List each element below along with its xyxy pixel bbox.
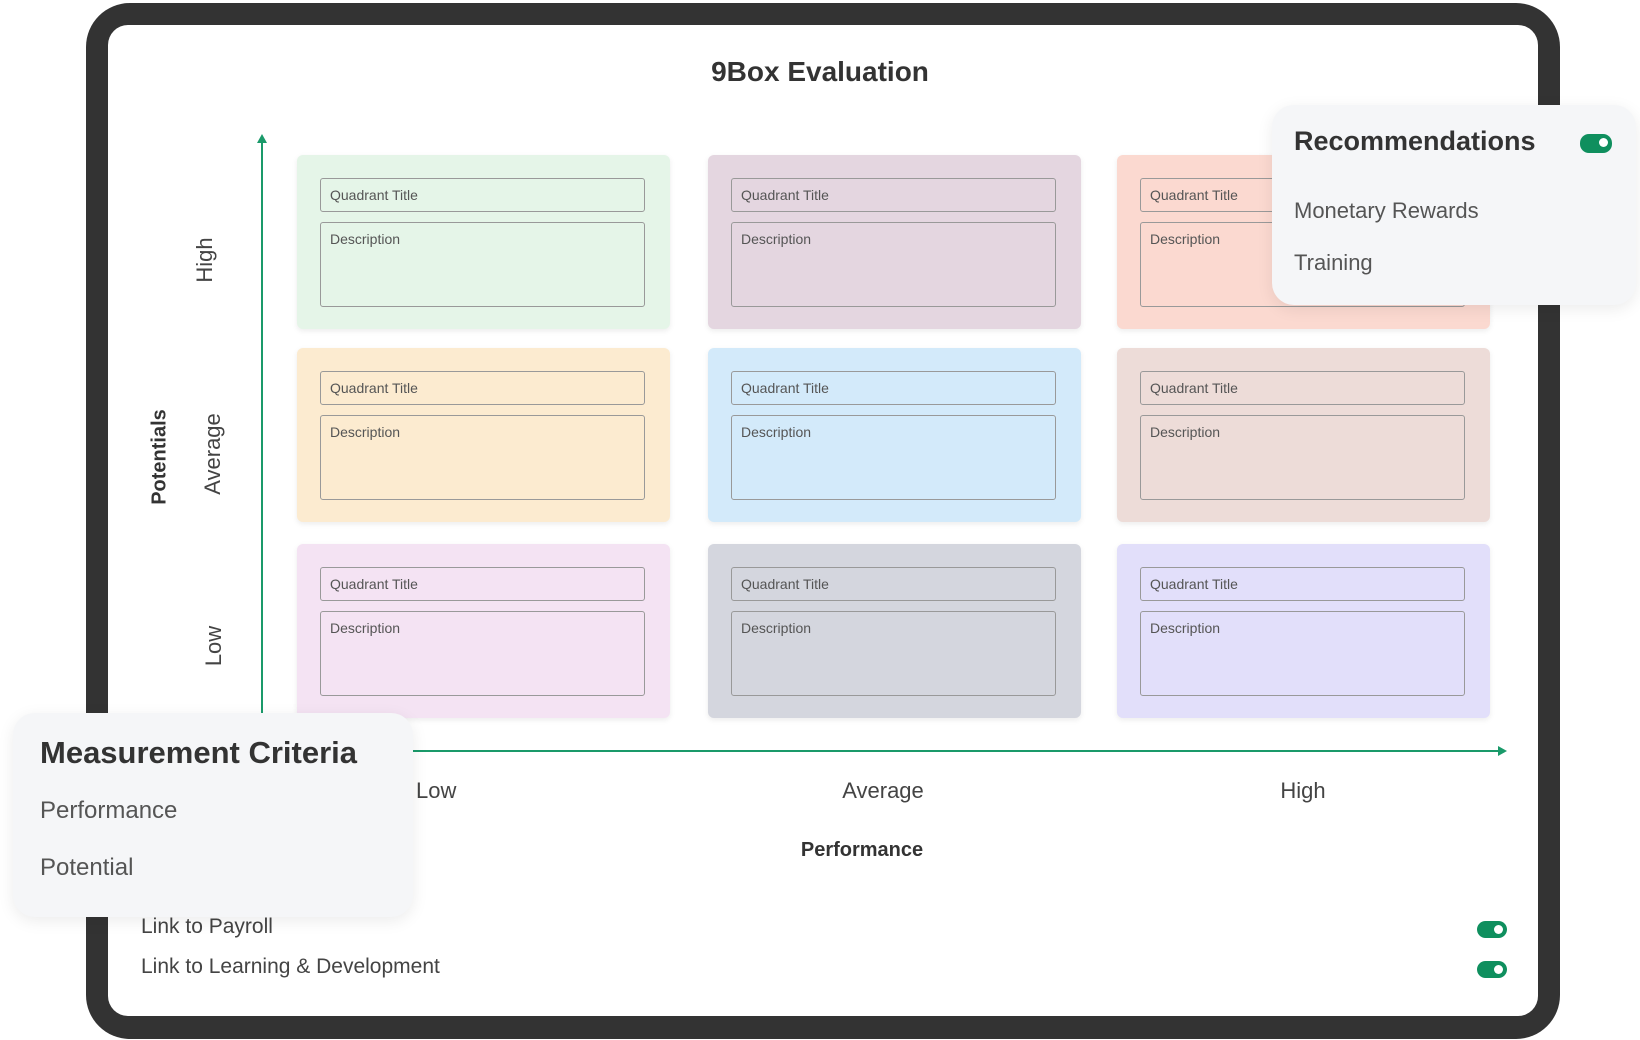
quadrant-title-input[interactable]: Quadrant Title <box>731 371 1056 405</box>
recommendation-item[interactable]: Monetary Rewards <box>1294 198 1479 223</box>
measurement-item[interactable]: Potential <box>40 854 134 881</box>
y-axis-arrow-icon <box>257 134 267 143</box>
quadrant-title-input[interactable]: Quadrant Title <box>320 371 645 405</box>
quadrant-description-input[interactable]: Description <box>1140 611 1465 696</box>
link-payroll-label: Link to Payroll <box>141 915 273 938</box>
quadrant-title-input[interactable]: Quadrant Title <box>1140 371 1465 405</box>
recommendation-item[interactable]: Training <box>1294 250 1373 275</box>
y-level-low: Low <box>201 625 226 667</box>
page-title: 9Box Evaluation <box>711 56 929 87</box>
x-axis-title: Performance <box>800 839 924 861</box>
quadrant-description-input[interactable]: Description <box>320 222 645 307</box>
quadrant-title-input[interactable]: Quadrant Title <box>320 567 645 601</box>
y-axis-line <box>261 140 263 715</box>
quadrant-title-input[interactable]: Quadrant Title <box>731 567 1056 601</box>
quadrant-description-input[interactable]: Description <box>731 611 1056 696</box>
quadrant-description-input[interactable]: Description <box>731 415 1056 500</box>
quadrant-description-input[interactable]: Description <box>1140 415 1465 500</box>
y-level-high: High <box>192 237 217 283</box>
measurement-item[interactable]: Performance <box>40 797 178 824</box>
quadrant-title-input[interactable]: Quadrant Title <box>320 178 645 212</box>
link-payroll-toggle[interactable] <box>1477 921 1507 938</box>
y-axis-title: Potentials <box>148 409 171 505</box>
x-level-average: Average <box>842 778 924 803</box>
quadrant-description-input[interactable]: Description <box>731 222 1056 307</box>
quadrant-description-input[interactable]: Description <box>320 611 645 696</box>
x-axis-arrow-icon <box>1498 746 1507 756</box>
quadrant-title-input[interactable]: Quadrant Title <box>731 178 1056 212</box>
measurement-criteria-panel: Measurement Criteria Performance Potenti… <box>13 713 413 917</box>
recommendations-toggle[interactable] <box>1580 134 1612 153</box>
x-level-low: Low <box>416 778 457 803</box>
recommendations-title: Recommendations <box>1294 126 1536 156</box>
link-learning-toggle[interactable] <box>1477 961 1507 978</box>
y-level-average: Average <box>200 413 225 495</box>
x-level-high: High <box>1280 778 1326 803</box>
x-axis-line <box>380 750 1500 752</box>
quadrant-description-input[interactable]: Description <box>320 415 645 500</box>
measurement-title: Measurement Criteria <box>40 735 358 770</box>
recommendations-panel: Recommendations Monetary Rewards Trainin… <box>1272 105 1636 305</box>
quadrant-title-input[interactable]: Quadrant Title <box>1140 567 1465 601</box>
link-learning-label: Link to Learning & Development <box>141 955 440 978</box>
